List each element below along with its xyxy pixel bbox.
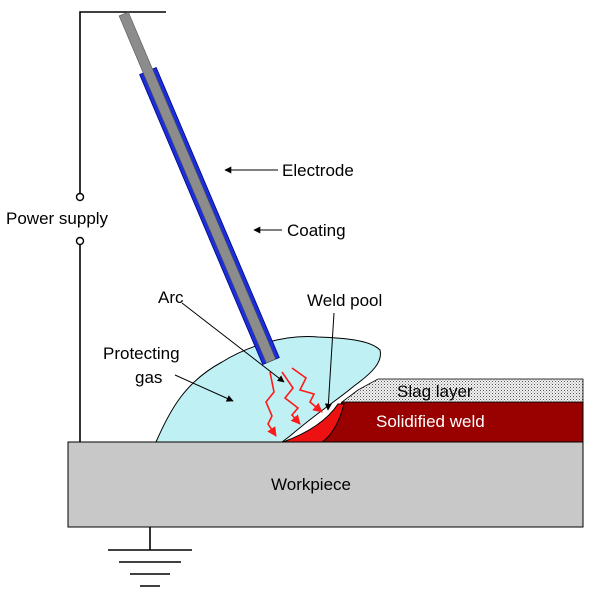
ground-symbol-icon — [108, 527, 192, 587]
upper-wire — [79, 11, 166, 194]
coating-label: Coating — [287, 221, 346, 240]
protecting-gas-cloud — [155, 336, 381, 443]
arc-arrow — [291, 367, 323, 413]
power-supply-circuit — [75, 11, 166, 444]
electrode-assembly — [118, 11, 280, 366]
circle-terminal-icon — [75, 192, 85, 202]
circle-terminal-icon — [75, 236, 85, 246]
slag-layer-label: Slag layer — [397, 382, 473, 401]
weld-pool-leader — [324, 312, 335, 411]
protecting-gas-leader — [174, 374, 234, 402]
slag-layer — [340, 378, 584, 403]
arc-arrow — [265, 371, 277, 437]
solidified-weld-label: Solidified weld — [376, 412, 485, 431]
arc-arrows — [265, 367, 323, 437]
electrode-core — [118, 11, 276, 364]
power-supply-label: Power supply — [6, 209, 109, 228]
weld-pool — [282, 403, 345, 443]
workpiece-label: Workpiece — [271, 475, 351, 494]
electrode-label: Electrode — [282, 161, 354, 180]
leader-lines — [174, 166, 335, 411]
arc-arrow — [281, 371, 301, 425]
protecting-gas-label-line1: Protecting — [103, 344, 180, 363]
arc-label: Arc — [158, 288, 184, 307]
protecting-gas-label-line2: gas — [135, 368, 162, 387]
weld-pool-label: Weld pool — [307, 291, 382, 310]
arc-leader — [181, 302, 285, 383]
